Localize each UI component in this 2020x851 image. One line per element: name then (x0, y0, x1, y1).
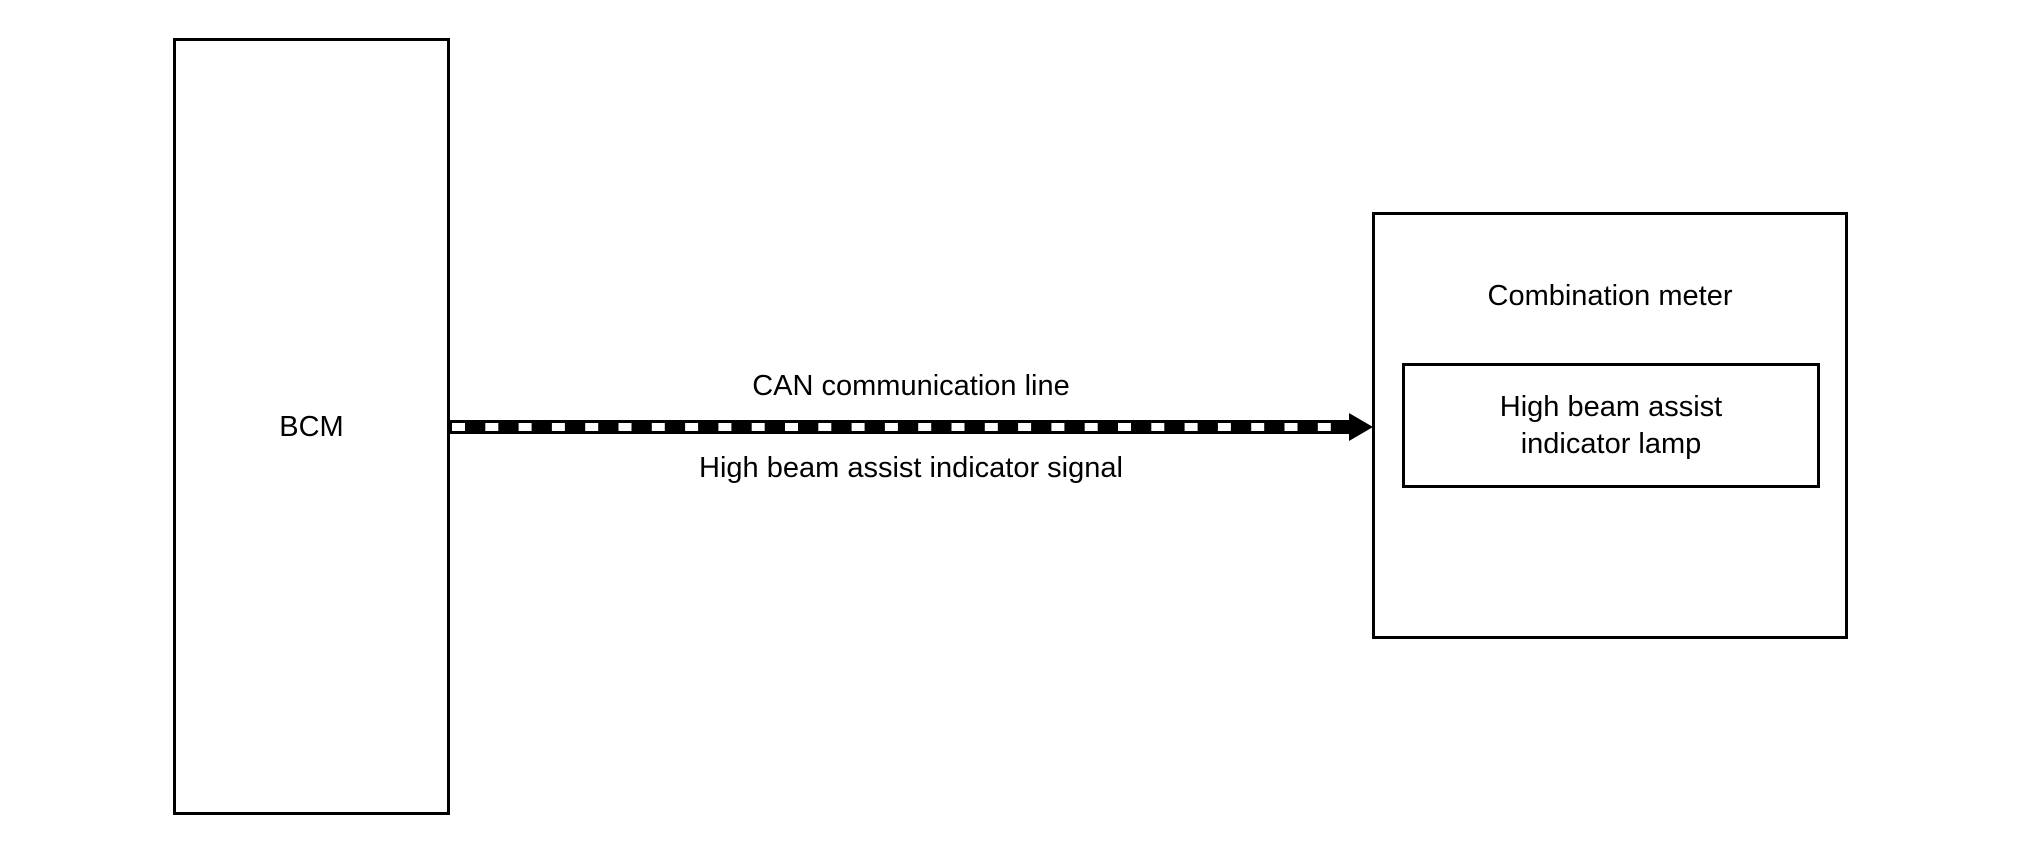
bcm-label: BCM (279, 411, 344, 443)
can-line-dash (585, 423, 599, 431)
can-line-dash (984, 423, 998, 431)
can-line-dash (1217, 423, 1231, 431)
can-line-dash (485, 423, 499, 431)
can-line-dash (718, 423, 732, 431)
can-line-dash (1284, 423, 1298, 431)
can-line-dash (685, 423, 699, 431)
can-line-dash (452, 423, 465, 431)
can-line-dashes (452, 423, 1331, 431)
can-line-dash (1317, 423, 1331, 431)
can-line-dash (1051, 423, 1065, 431)
combination-meter-label: Combination meter (1487, 280, 1733, 312)
can-line-dash (518, 423, 532, 431)
indicator-lamp-label: High beam assist indicator lamp (1402, 389, 1820, 463)
can-line-body (450, 420, 1355, 434)
can-line-label: CAN communication line (752, 370, 1070, 402)
indicator-lamp-block (1402, 363, 1820, 488)
signal-label: High beam assist indicator signal (699, 452, 1123, 484)
can-line-dash (884, 423, 898, 431)
can-line-dash (851, 423, 865, 431)
can-line-dash (551, 423, 565, 431)
can-line-dash (751, 423, 765, 431)
indicator-lamp-label-line-1: High beam assist (1499, 391, 1723, 423)
bcm-block (173, 38, 450, 815)
can-line-dash (1084, 423, 1098, 431)
can-line-dash (785, 423, 798, 431)
can-line-dash (818, 423, 832, 431)
can-line-dash (1184, 423, 1198, 431)
can-line-dash (651, 423, 665, 431)
can-line-dash (1118, 423, 1131, 431)
indicator-lamp-label-line-2: indicator lamp (1520, 428, 1702, 460)
can-line-dash (1151, 423, 1165, 431)
arrow-head-icon (1349, 413, 1373, 441)
can-line-dash (1251, 423, 1265, 431)
can-line-dash (918, 423, 932, 431)
can-line-dash (1018, 423, 1032, 431)
can-line-dash (618, 423, 632, 431)
can-line-dash (951, 423, 965, 431)
